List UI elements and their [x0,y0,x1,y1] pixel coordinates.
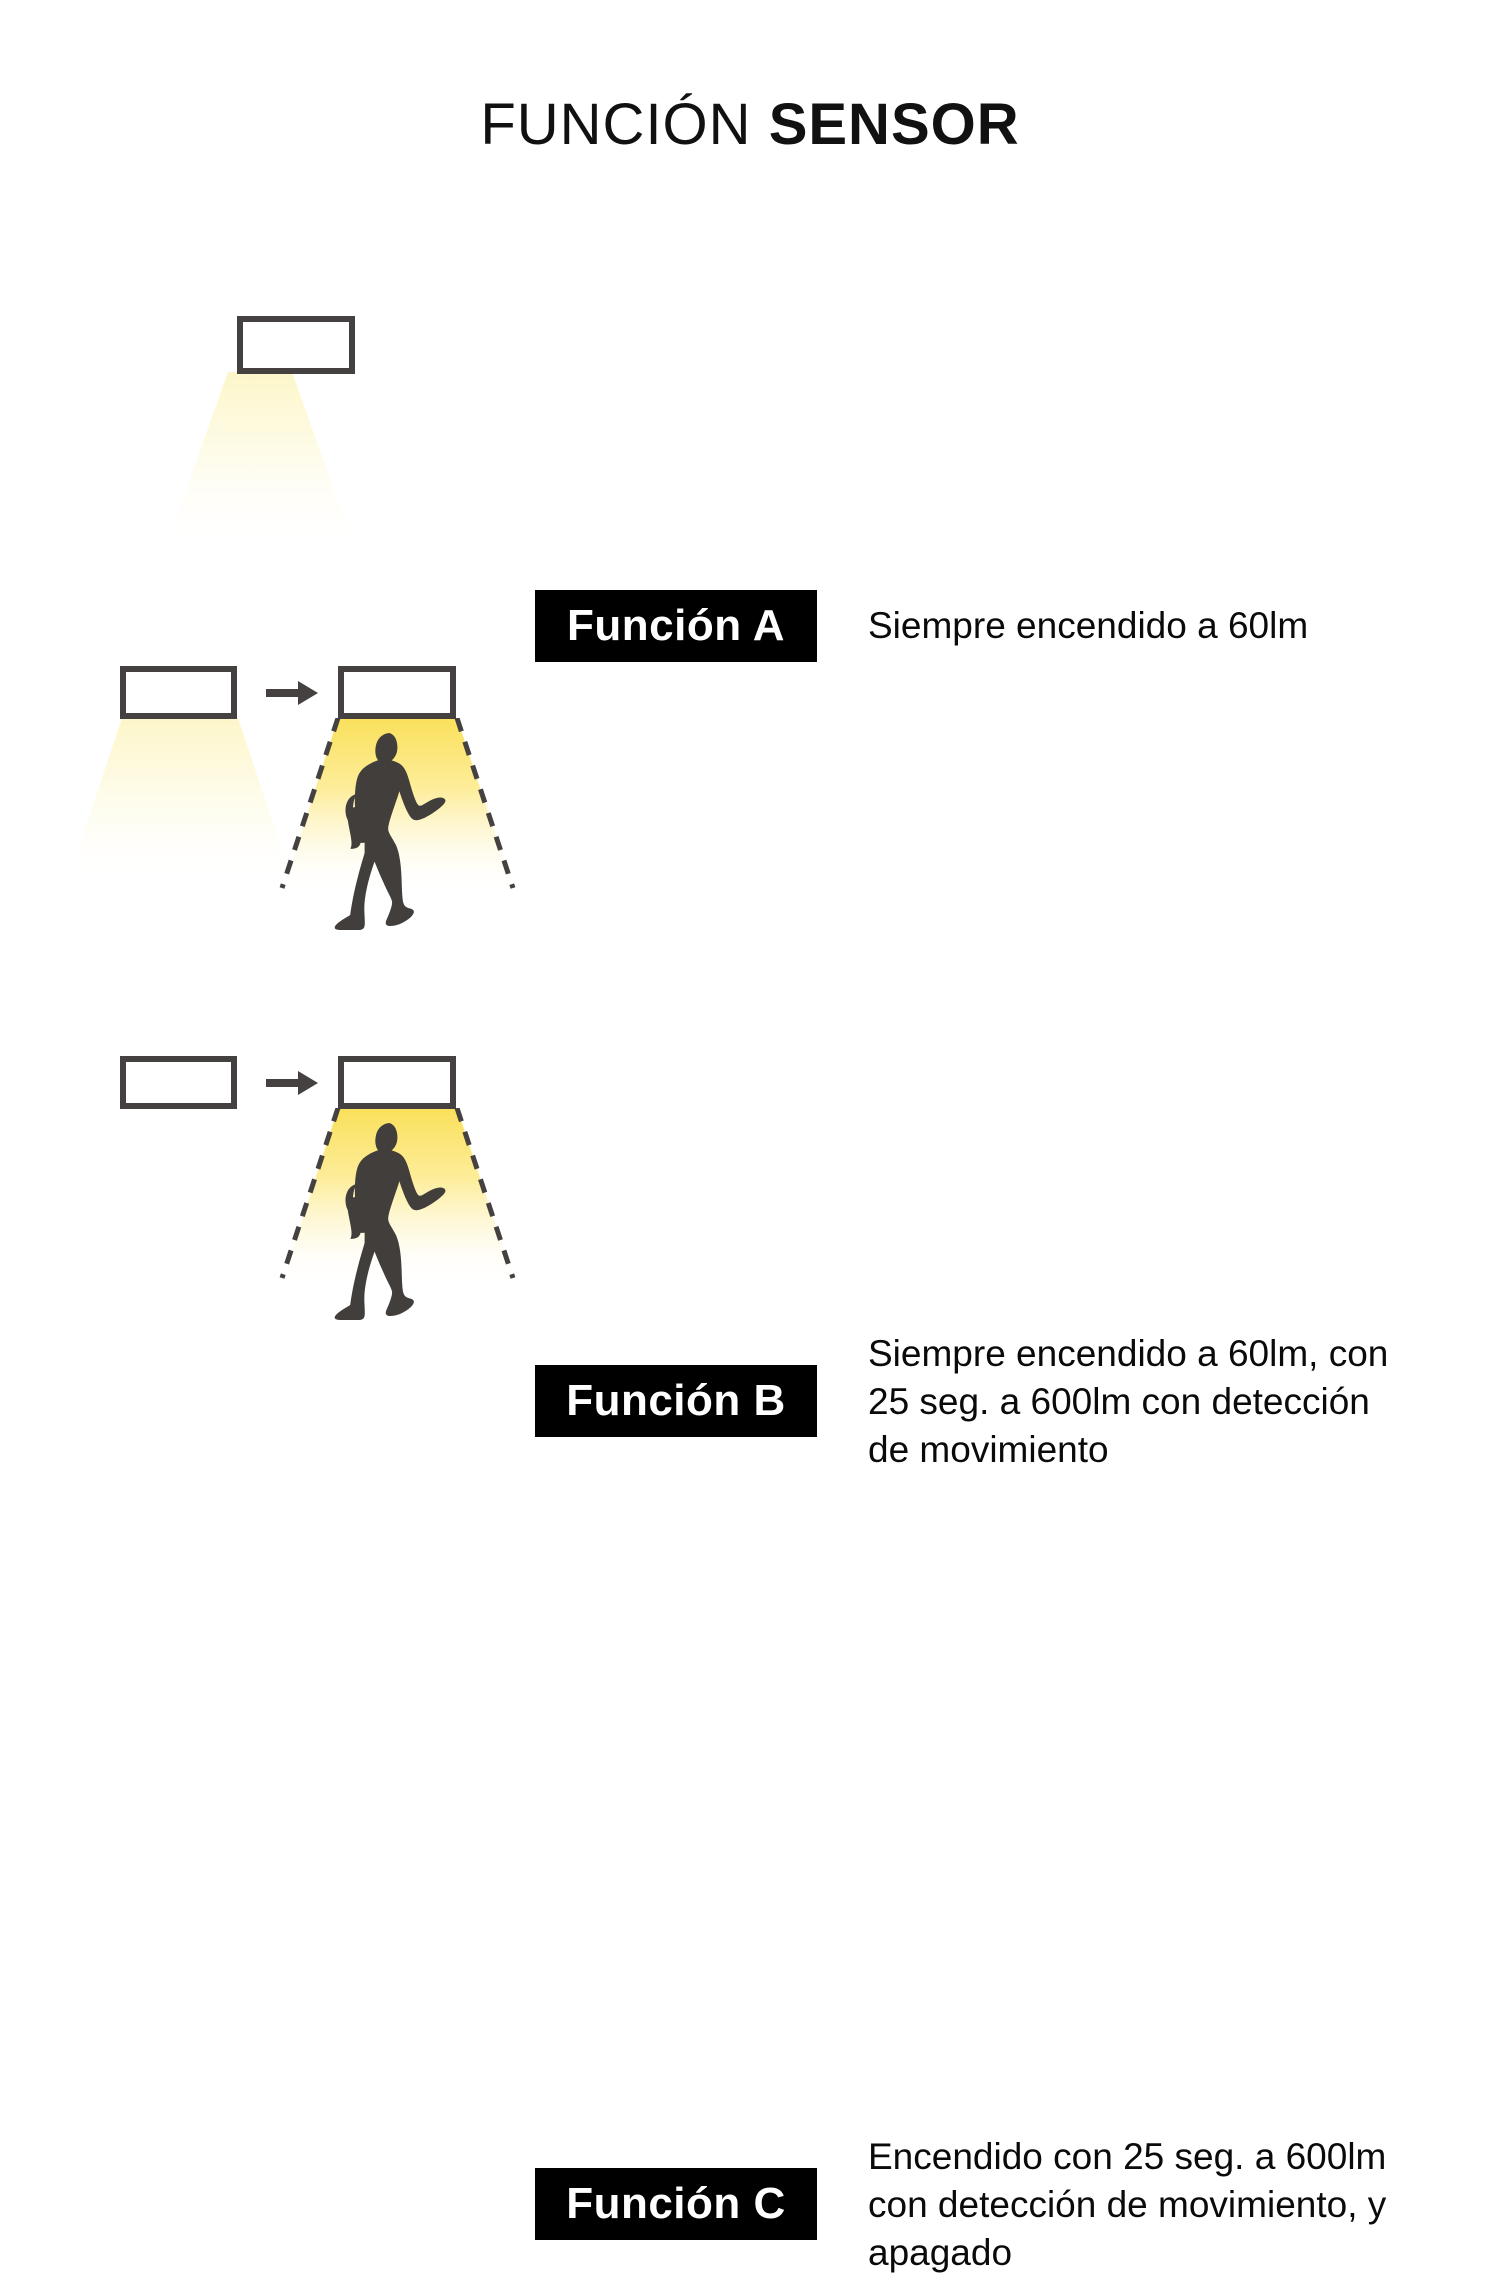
badge-funcion-b: Función B [535,1365,817,1437]
light-cone-dim-b [66,718,294,886]
badge-funcion-a: Función A [535,590,817,662]
lamp-fixture-b-left [120,666,237,719]
scene-a [0,280,540,630]
arrow-right-icon-b [266,681,318,705]
arrow-right-icon-c [266,1071,318,1095]
function-row-a: Función A Siempre encendido a 60lm [0,280,1500,662]
person-walking-silhouette-c [334,1123,446,1320]
description-funcion-c: Encendido con 25 seg. a 600lm con detecc… [868,2136,1387,2274]
description-funcion-a: Siempre encendido a 60lm [868,605,1309,646]
light-cone-bright-c [279,1108,516,1283]
lamp-fixture-a [237,316,355,374]
page-title-light: FUNCIÓN [480,92,769,157]
lamp-fixture-c-right [338,1056,456,1109]
light-cone-bright-b [279,718,516,893]
function-row-c: Función C Encendido con 25 seg. a 600lm … [0,1020,1500,2273]
description-funcion-b: Siempre encendido a 60lm, con 25 seg. a … [868,1333,1389,1471]
lamp-fixture-c-left [120,1056,237,1109]
page-title-bold: SENSOR [768,92,1020,157]
lamp-fixture-b-right [338,666,456,719]
page-title: FUNCIÓN SENSOR [0,96,1500,154]
badge-funcion-c: Función C [535,2168,817,2240]
light-cone-dim-a [164,372,356,552]
function-row-b: Función B Siempre encendido a 60lm, con … [0,630,1500,1470]
person-walking-silhouette-b [334,733,446,930]
scene-c [0,1020,540,1370]
scene-b [0,630,540,980]
